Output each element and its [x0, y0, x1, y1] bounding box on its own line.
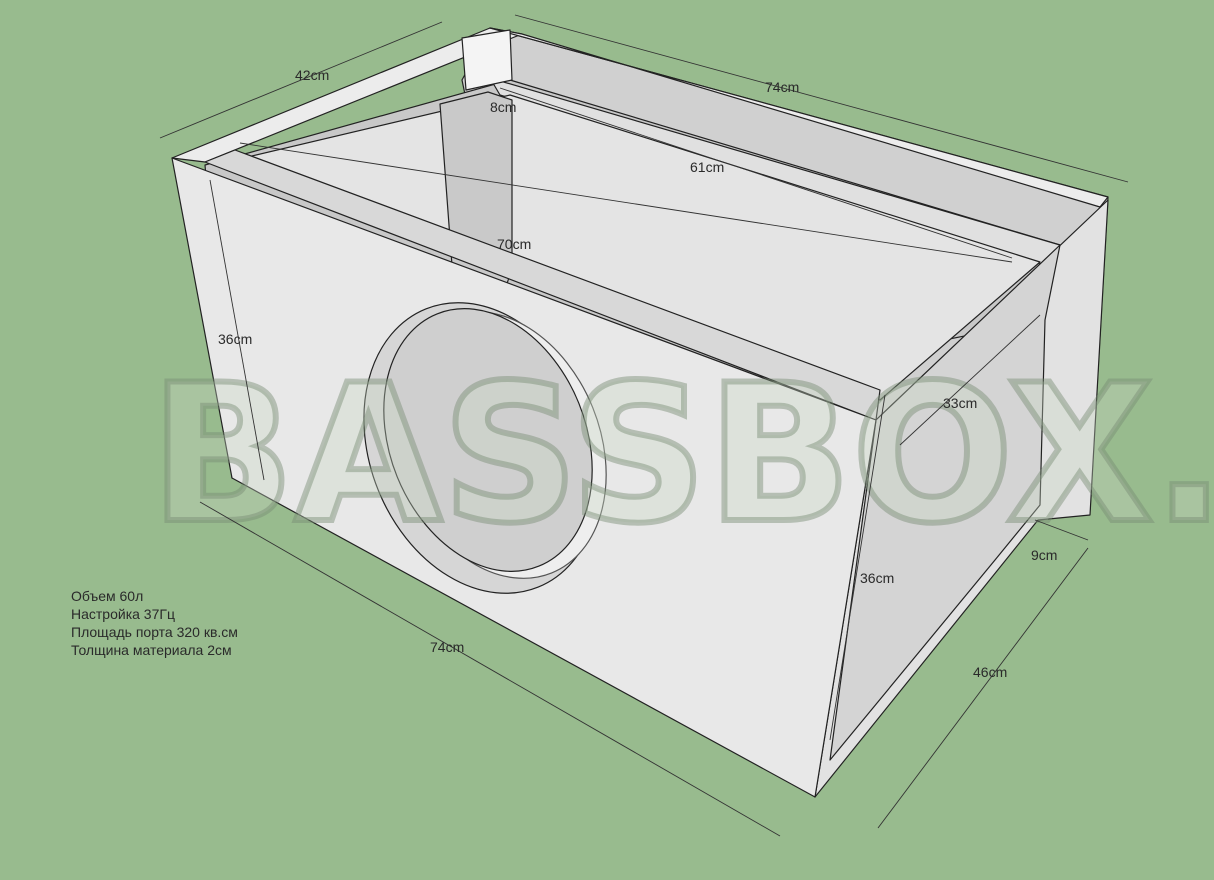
note-port-area: Площадь порта 320 кв.см: [71, 624, 238, 640]
dim-front-height: 36cm: [218, 331, 252, 347]
dimension-lines: [159, 14, 1129, 837]
dim-port-length: 61cm: [690, 159, 724, 175]
shelf-front: [204, 149, 881, 421]
watermark-text: BASSBOX.RU: [150, 344, 1214, 565]
dim-bottom-depth: 46cm: [973, 664, 1007, 680]
right-panel-inner: [829, 244, 1061, 761]
dim-bottom-length: 74cm: [430, 639, 464, 655]
note-volume: Объем 60л: [71, 588, 144, 604]
dim-port-width: 8cm: [490, 99, 516, 115]
dim-port-gap: 9cm: [1031, 547, 1057, 563]
note-thickness: Толщина материала 2см: [71, 642, 232, 658]
dim-side-inner: 33cm: [943, 395, 977, 411]
dim-right-height: 36cm: [860, 570, 894, 586]
specs-notes: Объем 60л Настройка 37Гц Площадь порта 3…: [71, 587, 238, 659]
port-divider-edge: [461, 29, 513, 91]
speaker-cutout-inner: [383, 308, 593, 572]
dim-top-length: 74cm: [765, 79, 799, 95]
dim-inner-length: 70cm: [497, 236, 531, 252]
note-tuning: Настройка 37Гц: [71, 606, 175, 622]
dim-left-depth: 42cm: [295, 67, 329, 83]
shelf-panel: [234, 94, 1041, 401]
